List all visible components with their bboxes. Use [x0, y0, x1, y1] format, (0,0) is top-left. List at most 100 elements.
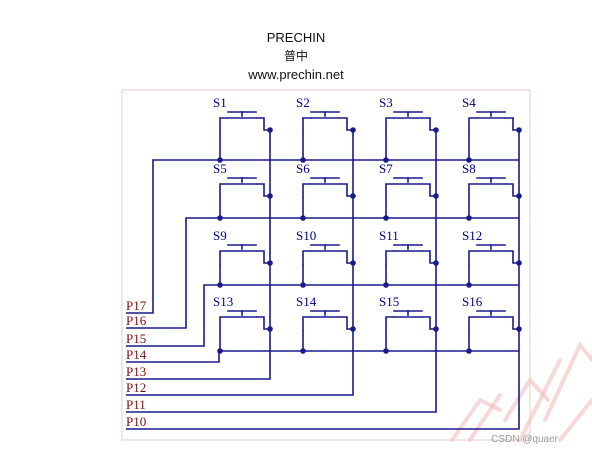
junction-dot	[516, 260, 522, 266]
switch-contact-left	[385, 183, 394, 198]
switch-contact-right	[422, 316, 436, 330]
p10-column-line	[126, 130, 520, 430]
switch-contact-left	[219, 250, 228, 265]
junction-dot	[383, 348, 389, 354]
junction-dot	[300, 348, 306, 354]
switch-label-s4: S4	[462, 95, 476, 110]
switch-contact-right	[339, 183, 353, 197]
switch-contact-right	[256, 117, 270, 131]
junction-dot	[217, 348, 223, 354]
junction-dot	[217, 215, 223, 221]
website-url: www.prechin.net	[248, 67, 344, 82]
junction-dot	[433, 260, 439, 266]
switch-label-s1: S1	[213, 95, 227, 110]
junction-dot	[466, 348, 472, 354]
switch-contact-right	[339, 316, 353, 330]
switch-contact-right	[339, 117, 353, 131]
port-label-p15: P15	[126, 331, 146, 346]
port-label-p14: P14	[126, 347, 147, 362]
csdn-watermark: CSDN @quaer	[491, 434, 558, 445]
switch-contact-right	[505, 316, 519, 330]
page-title: PRECHIN	[266, 30, 326, 45]
junction-dot	[383, 215, 389, 221]
switch-label-s10: S10	[296, 228, 316, 243]
switch-label-s14: S14	[296, 294, 317, 309]
junction-dot	[466, 282, 472, 288]
junction-dot	[350, 193, 356, 199]
switch-label-s8: S8	[462, 161, 476, 176]
switch-contact-right	[422, 250, 436, 264]
p12-column-line	[126, 130, 354, 396]
switch-contact-left	[385, 316, 394, 331]
junction-dot	[433, 127, 439, 133]
junction-dot	[350, 260, 356, 266]
switch-contact-right	[256, 316, 270, 330]
switch-contact-left	[468, 183, 477, 198]
p15-row-line	[126, 284, 519, 347]
watermark-stroke	[468, 393, 502, 442]
junction-dot	[466, 215, 472, 221]
switch-contact-right	[339, 250, 353, 264]
junction-dot	[516, 127, 522, 133]
junction-dot	[217, 157, 223, 163]
junction-dot	[267, 193, 273, 199]
switch-label-s13: S13	[213, 294, 233, 309]
p13-column-line	[126, 130, 271, 380]
junction-dot	[350, 127, 356, 133]
switch-contact-right	[256, 250, 270, 264]
switch-label-s6: S6	[296, 161, 310, 176]
port-label-p13: P13	[126, 364, 146, 379]
switch-contact-left	[302, 183, 311, 198]
p14-row-line	[126, 350, 519, 363]
watermark-stroke	[558, 398, 592, 442]
switch-contact-left	[302, 250, 311, 265]
switch-contact-left	[385, 250, 394, 265]
diagram-frame	[121, 89, 531, 441]
switch-contact-left	[302, 316, 311, 331]
switch-contact-left	[219, 183, 228, 198]
junction-dot	[267, 127, 273, 133]
switch-contact-left	[468, 117, 477, 132]
junction-dot	[466, 157, 472, 163]
junction-dot	[350, 326, 356, 332]
junction-dot	[267, 326, 273, 332]
switch-contact-right	[422, 117, 436, 131]
port-label-p12: P12	[126, 380, 146, 395]
switches	[219, 111, 519, 331]
switch-label-s2: S2	[296, 95, 310, 110]
switch-label-s5: S5	[213, 161, 227, 176]
junction-dot	[516, 326, 522, 332]
junction-dot	[300, 157, 306, 163]
switch-contact-left	[468, 316, 477, 331]
junction-dot	[433, 193, 439, 199]
switch-contact-right	[505, 250, 519, 264]
switch-contact-left	[302, 117, 311, 132]
switch-contact-right	[256, 183, 270, 197]
port-label-p11: P11	[126, 397, 146, 412]
page-subtitle: 普中	[283, 49, 308, 63]
junction-dot	[300, 282, 306, 288]
switch-contact-right	[422, 183, 436, 197]
switch-contact-right	[505, 183, 519, 197]
p11-column-line	[126, 130, 437, 413]
switch-contact-left	[385, 117, 394, 132]
switch-contact-left	[468, 250, 477, 265]
wires	[126, 130, 520, 430]
port-label-p16: P16	[126, 313, 147, 328]
switch-label-s15: S15	[379, 294, 399, 309]
junction-dot	[217, 282, 223, 288]
junction-dots	[217, 127, 522, 354]
junction-dot	[267, 260, 273, 266]
junction-dot	[433, 326, 439, 332]
port-label-p17: P17	[126, 298, 147, 313]
watermark-stroke	[543, 341, 592, 422]
watermark-stroke	[518, 358, 562, 442]
switch-contact-left	[219, 316, 228, 331]
watermark-strokes	[450, 341, 592, 442]
switch-label-s9: S9	[213, 228, 227, 243]
switch-contact-right	[505, 117, 519, 131]
switch-label-s12: S12	[462, 228, 482, 243]
